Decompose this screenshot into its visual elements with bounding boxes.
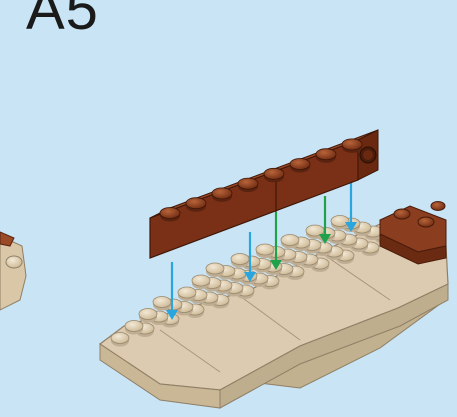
tan-stud <box>111 333 129 347</box>
left-partial-model <box>0 232 26 310</box>
brown-stud <box>212 188 232 202</box>
tan-stud <box>139 309 157 323</box>
brown-stud <box>160 208 180 222</box>
brown-stud <box>342 139 362 153</box>
brown-stud <box>264 168 284 182</box>
tan-stud <box>125 321 143 335</box>
tan-stud <box>281 235 299 249</box>
tan-stud <box>206 263 224 277</box>
brown-stud <box>186 198 206 212</box>
brown-stud <box>316 149 336 163</box>
tan-stud <box>231 254 249 268</box>
brown-stud <box>290 159 310 173</box>
tan-stud <box>178 287 196 301</box>
tan-stud <box>256 244 274 258</box>
arrow-down-green-icon <box>270 212 282 270</box>
brown-stud <box>238 178 258 192</box>
tan-stud <box>153 297 171 311</box>
arrow-down-blue-icon <box>345 180 357 232</box>
arrow-down-green-icon <box>319 196 331 244</box>
tan-stud <box>192 275 210 289</box>
arrow-down-blue-icon <box>166 262 178 320</box>
